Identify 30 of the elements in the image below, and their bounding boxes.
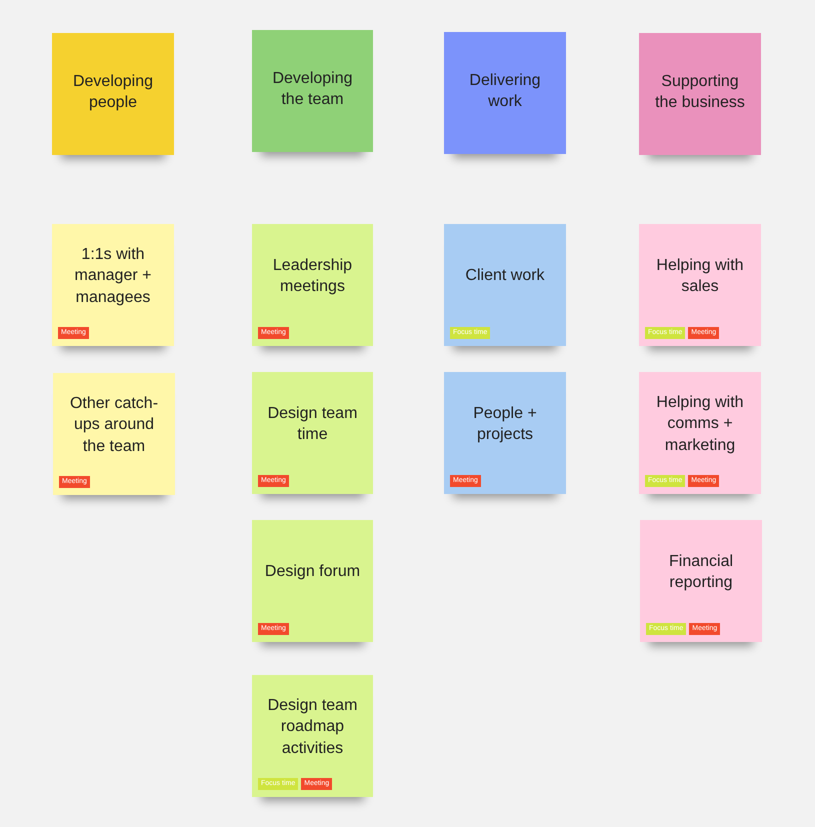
sticky-note xyxy=(444,372,566,494)
sticky-note xyxy=(639,33,761,155)
sticky-note xyxy=(639,372,761,494)
note-text: Developing the team xyxy=(271,68,354,110)
note-text: Supporting the business xyxy=(654,72,746,113)
note-text: Design team time xyxy=(266,404,358,445)
note-text: Financial reporting xyxy=(668,552,734,593)
sticky-note xyxy=(444,32,566,154)
sticky-note xyxy=(53,373,175,495)
note-text: Other catch-ups around the team xyxy=(68,394,160,457)
note-text: Helping with comms + marketing xyxy=(655,392,745,456)
sticky-note xyxy=(252,675,373,797)
sticky-note xyxy=(640,520,762,642)
note-text: 1:1s with manager + managees xyxy=(74,244,152,308)
sticky-note xyxy=(252,372,373,494)
sticky-note xyxy=(444,224,566,346)
sticky-note xyxy=(252,30,373,152)
note-text: Delivering work xyxy=(468,70,542,112)
note-text: Developing people xyxy=(72,72,154,113)
sticky-note xyxy=(52,33,174,155)
note-text: People + projects xyxy=(472,404,538,445)
sticky-note xyxy=(252,520,373,642)
sticky-note xyxy=(252,224,373,346)
sticky-note xyxy=(52,224,174,346)
note-text: Client work xyxy=(464,266,546,286)
note-text: Leadership meetings xyxy=(272,256,354,297)
note-text: Helping with sales xyxy=(655,256,745,297)
note-text: Design team roadmap activities xyxy=(266,696,358,759)
note-text: Design forum xyxy=(264,562,362,582)
sticky-note xyxy=(639,224,761,346)
